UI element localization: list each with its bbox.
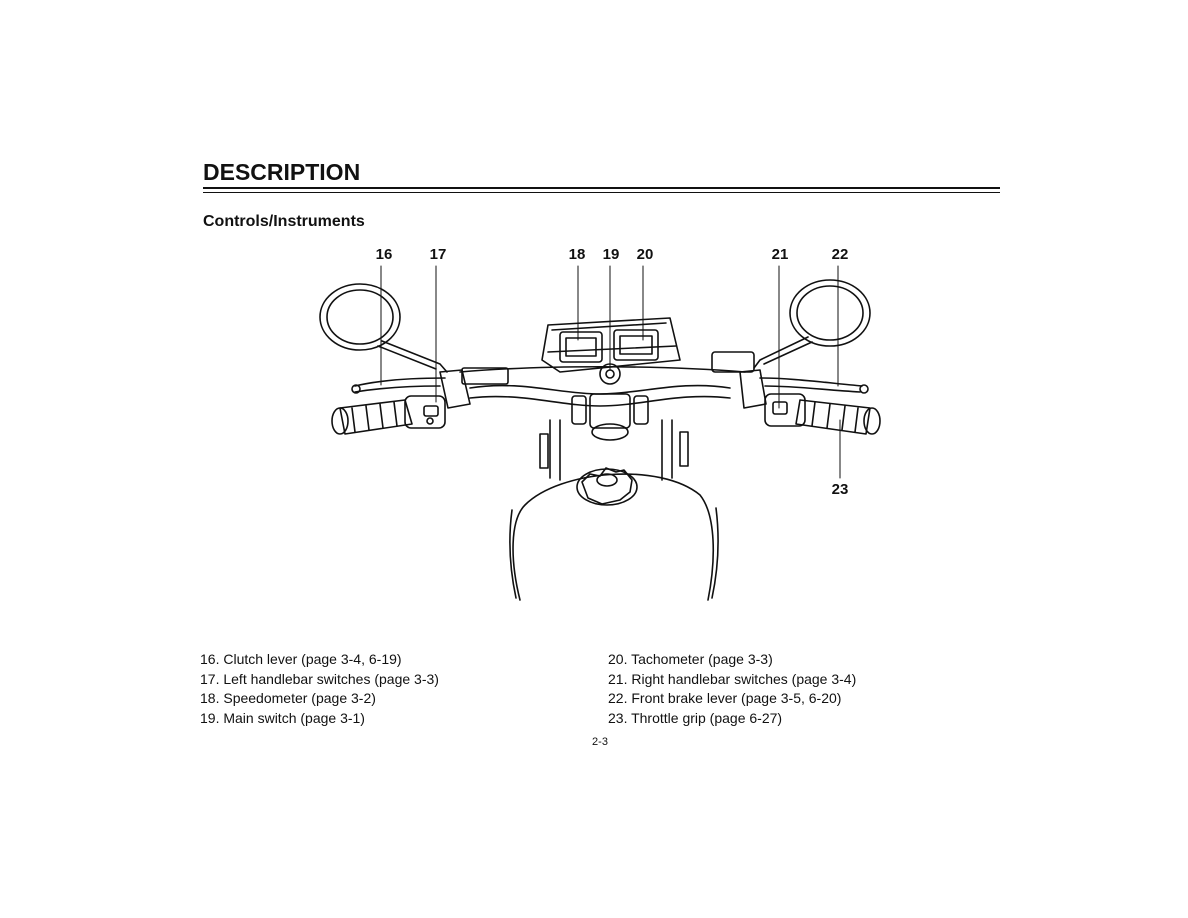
callout-label: 22 — [831, 246, 849, 263]
callout-leader-lines — [380, 265, 841, 479]
header-rule-thin — [203, 192, 1000, 193]
section-title: DESCRIPTION — [203, 159, 361, 185]
brake-lever-drawing — [711, 351, 869, 409]
legend-right-column: 20. Tachometer (page 3-3) 21. Right hand… — [608, 650, 856, 728]
callout-label: 21 — [771, 246, 789, 263]
legend-item: 23. Throttle grip (page 6-27) — [608, 709, 783, 726]
legend-left-column: 16. Clutch lever (page 3-4, 6-19) 17. Le… — [200, 650, 439, 728]
right-mirror — [753, 279, 871, 369]
callout-label: 19 — [602, 246, 620, 263]
fuel-tank — [509, 467, 719, 601]
instrument-cluster — [461, 317, 681, 385]
callout-label: 18 — [568, 246, 586, 263]
legend-item: 16. Clutch lever (page 3-4, 6-19) — [200, 651, 402, 667]
legend-item: 19. Main switch (page 3-1) — [200, 709, 365, 726]
clutch-lever-drawing — [351, 369, 471, 409]
legend-item: 18. Speedometer (page 3-2) — [200, 690, 376, 706]
callout-label: 17 — [429, 246, 447, 263]
right-grip — [764, 393, 881, 435]
header-rule-thick — [203, 187, 1000, 189]
section-subtitle: Controls/Instruments — [203, 213, 365, 230]
callout-label: 20 — [636, 246, 654, 263]
callout-label: 16 — [375, 246, 393, 263]
legend-item: 17. Left handlebar switches (page 3-3) — [200, 670, 439, 687]
callout-label: 23 — [831, 481, 849, 498]
fork-and-clamp — [539, 393, 689, 481]
page-number: 2-3 — [592, 736, 608, 748]
legend-item: 20. Tachometer (page 3-3) — [608, 651, 773, 667]
legend-item: 22. Front brake lever (page 3-5, 6-20) — [608, 690, 842, 706]
legend-item: 21. Right handlebar switches (page 3-4) — [608, 670, 857, 687]
left-mirror — [319, 283, 448, 373]
left-grip — [331, 395, 446, 435]
handlebar — [459, 365, 746, 407]
